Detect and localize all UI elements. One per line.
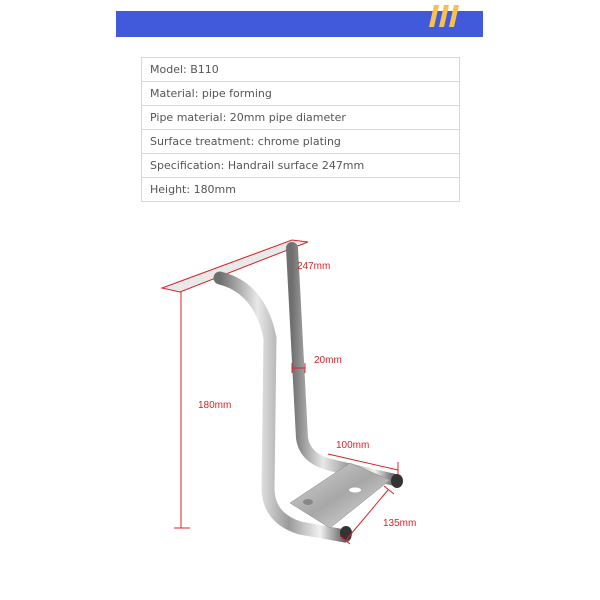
dimension-height: 180mm [198,400,232,411]
header-banner [116,11,483,37]
dimension-base-width: 100mm [336,440,370,451]
spec-row-height: Height: 180mm [142,178,459,202]
dimension-top-length: 247mm [297,261,331,272]
dimension-pipe-diameter: 20mm [314,355,342,366]
product-image: 247mm 20mm 180mm 100mm 135mm [150,228,450,558]
spec-row-material: Material: pipe forming [142,82,459,106]
spec-row-pipe-material: Pipe material: 20mm pipe diameter [142,106,459,130]
spec-row-specification: Specification: Handrail surface 247mm [142,154,459,178]
triple-slash-icon [429,5,459,27]
spec-row-model: Model: B110 [142,58,459,82]
spec-row-surface-treatment: Surface treatment: chrome plating [142,130,459,154]
armrest-bracket-illustration [160,239,403,545]
dimension-base-depth: 135mm [383,518,417,529]
spec-table: Model: B110 Material: pipe forming Pipe … [141,57,460,202]
